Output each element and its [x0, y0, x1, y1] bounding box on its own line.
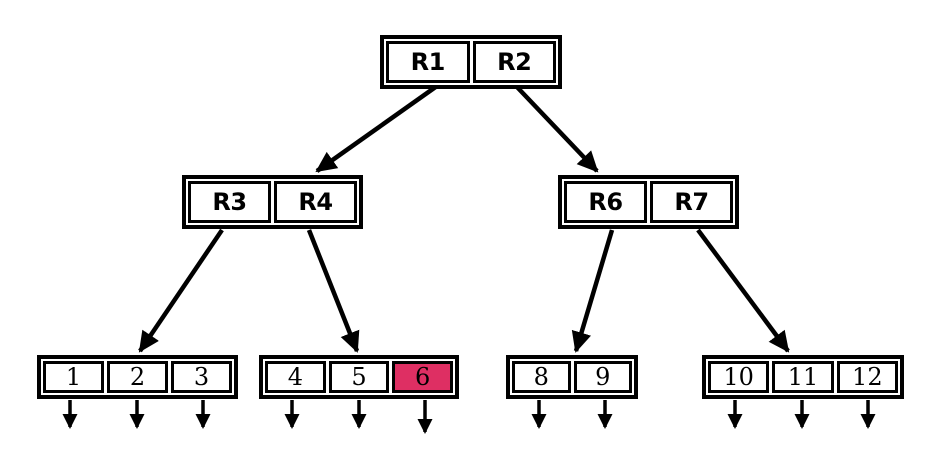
leaf-node-10-11-12: 10 11 12 — [702, 355, 904, 399]
leaf-cell-9: 9 — [573, 361, 632, 393]
node-r3-r4: R3 R4 — [182, 175, 363, 229]
leaf-node-1-2-3: 1 2 3 — [37, 355, 238, 399]
node-cell-r7: R7 — [650, 181, 733, 223]
edge-r7-to-leaf4 — [696, 228, 790, 353]
node-cell-r2: R2 — [472, 41, 556, 83]
leaf-cell-5: 5 — [328, 361, 390, 393]
node-cell-r6: R6 — [564, 181, 647, 223]
node-cell-r3: R3 — [188, 181, 271, 223]
leaf-cell-1: 1 — [43, 361, 104, 393]
edge-r2-to-r6r7 — [515, 85, 599, 173]
tree-edges — [138, 84, 790, 353]
leaf-cell-12: 12 — [836, 361, 898, 393]
leaf-cell-4: 4 — [265, 361, 326, 393]
node-cell-r4: R4 — [274, 181, 357, 223]
leaf-pointer-arrows — [62, 400, 876, 434]
leaf-cell-8: 8 — [512, 361, 571, 393]
edge-r4-to-leaf2 — [306, 229, 360, 353]
edge-r6-to-leaf3 — [571, 229, 615, 353]
node-root: R1 R2 — [380, 35, 562, 89]
leaf-cell-3: 3 — [171, 361, 232, 393]
edge-r3-to-leaf1 — [138, 228, 224, 353]
leaf-cell-10: 10 — [708, 361, 770, 393]
leaf-node-8-9: 8 9 — [506, 355, 638, 399]
edge-r1-to-r3r4 — [315, 84, 439, 173]
leaf-node-4-5-6: 4 5 6 — [259, 355, 459, 399]
node-r6-r7: R6 R7 — [558, 175, 739, 229]
leaf-cell-6-highlighted: 6 — [392, 361, 454, 393]
leaf-cell-11: 11 — [772, 361, 834, 393]
leaf-cell-2: 2 — [107, 361, 168, 393]
node-cell-r1: R1 — [386, 41, 470, 83]
